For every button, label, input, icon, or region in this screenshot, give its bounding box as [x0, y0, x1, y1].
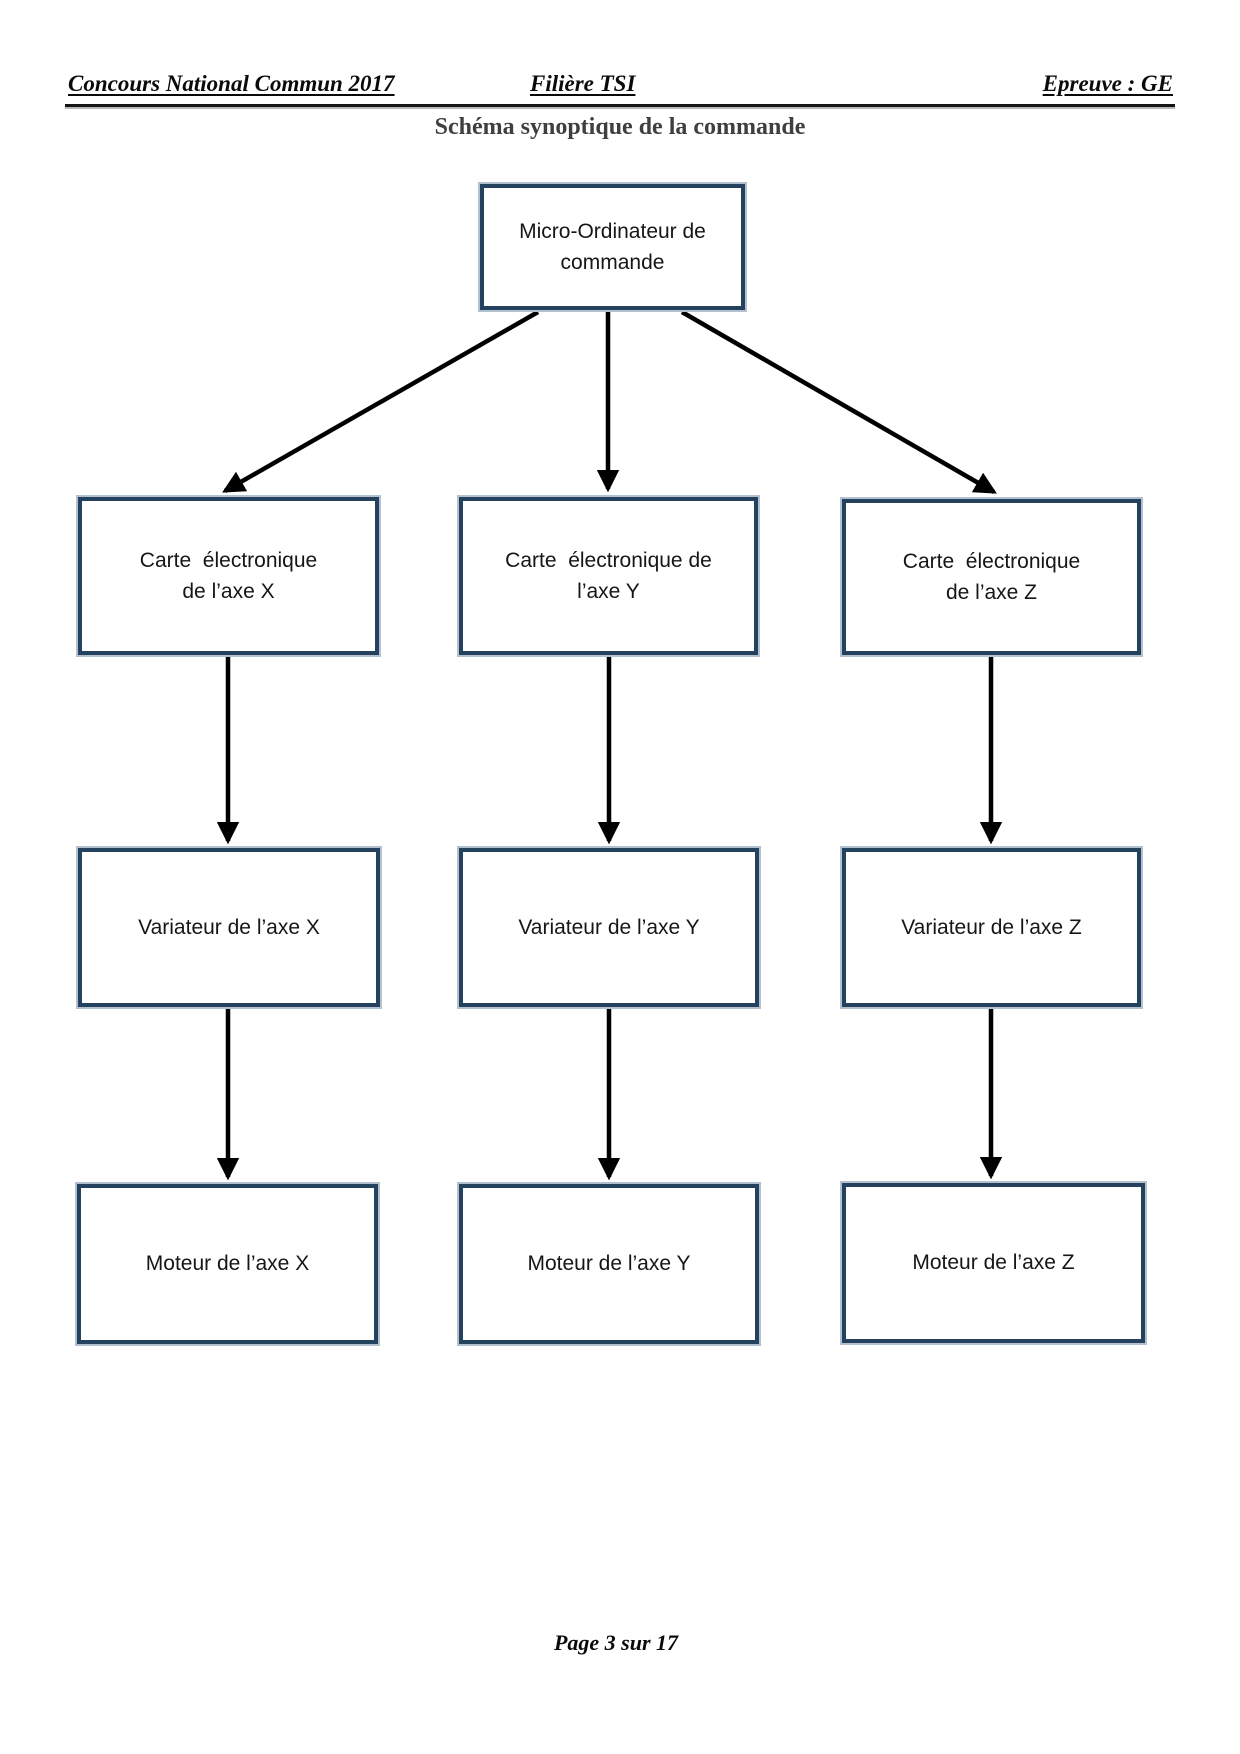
header-track-name: Filière TSI — [530, 71, 636, 96]
node-label: Variateur de l’axe Y — [518, 915, 700, 939]
node-label: Moteur de l’axe Y — [527, 1252, 691, 1276]
node-label: Micro-Ordinateur de commande — [519, 219, 706, 275]
node-variateur-axe-z: Variateur de l’axe Z — [842, 848, 1141, 1007]
node-variateur-axe-x: Variateur de l’axe X — [78, 848, 380, 1007]
edge-micro-to-carte-x — [222, 310, 540, 493]
node-label: Variateur de l’axe X — [138, 915, 320, 939]
page-header: Concours National Commun 2017 Filière TS… — [65, 70, 1175, 107]
node-carte-axe-z: Carte électronique de l’axe Z — [842, 499, 1141, 655]
node-moteur-axe-z: Moteur de l’axe Z — [842, 1183, 1145, 1343]
node-label: Variateur de l’axe Z — [901, 915, 1082, 939]
diagram-title: Schéma synoptique de la commande — [434, 114, 806, 140]
node-moteur-axe-x: Moteur de l’axe X — [77, 1184, 378, 1344]
node-carte-axe-y: Carte électronique de l’axe Y — [459, 497, 758, 655]
node-moteur-axe-y: Moteur de l’axe Y — [459, 1184, 759, 1344]
edge-micro-to-carte-z — [680, 310, 997, 494]
header-exam-name: Concours National Commun 2017 — [68, 71, 395, 96]
node-carte-axe-x: Carte électronique de l’axe X — [78, 497, 379, 655]
page-footer: Page 3 sur 17 — [553, 1630, 679, 1655]
node-label: Carte électronique de l’axe Z — [902, 549, 1081, 605]
node-label: Carte électronique de l’axe Y — [505, 548, 712, 604]
node-label: Carte électronique de l’axe X — [139, 548, 318, 604]
node-label: Moteur de l’axe Z — [912, 1251, 1075, 1275]
node-variateur-axe-y: Variateur de l’axe Y — [459, 848, 759, 1007]
header-subject-name: Epreuve : GE — [1042, 71, 1173, 96]
node-label: Moteur de l’axe X — [145, 1252, 310, 1276]
node-micro-ordinateur: Micro-Ordinateur de commande — [480, 184, 745, 310]
